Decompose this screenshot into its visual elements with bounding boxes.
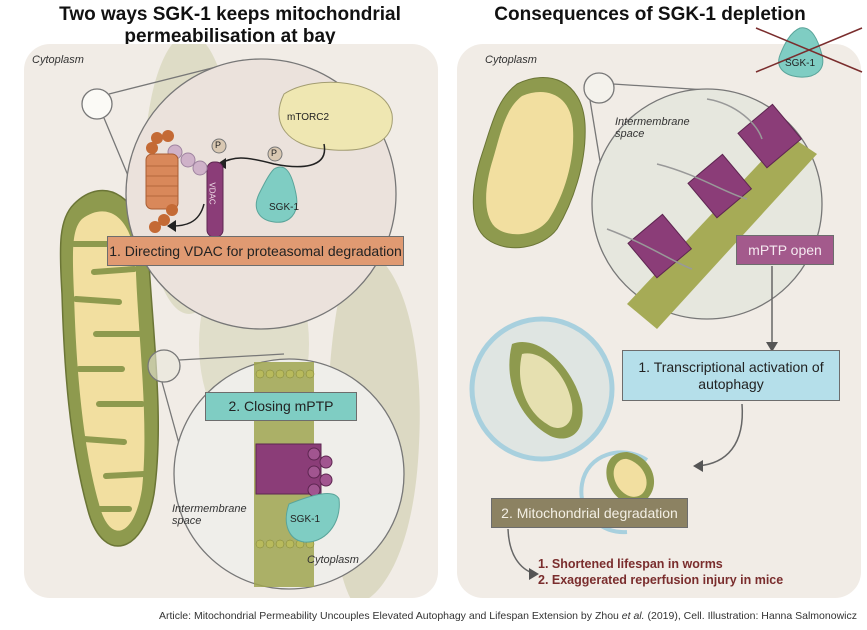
vdac-label: VDAC (207, 182, 217, 205)
outcome-1: 1. Shortened lifespan in worms (538, 557, 723, 571)
mptp-channels-open (627, 103, 803, 279)
phospho-circle-1 (267, 146, 283, 162)
intermembrane-line1: Intermembrane (172, 503, 247, 515)
step2-closing-mptp-box: 2. Closing mPTP (205, 392, 357, 421)
footer-suffix: (2019), Cell. Illustration: Hanna Salmon… (644, 610, 857, 622)
sgk1-inner-shape (285, 493, 340, 543)
left-title-line2: permeabilisation at bay (124, 26, 336, 47)
footer-prefix: Article: Mitochondrial Permeability Unco… (158, 610, 622, 622)
mitochondrial-degradation-box: 2. Mitochondrial degradation (491, 498, 688, 528)
phosphorylation-arrow (218, 143, 326, 168)
intermembrane-right-line2: space (615, 128, 645, 140)
outcome-2: 2. Exaggerated reperfusion injury in mic… (538, 573, 784, 587)
footer-etal: et al. (621, 610, 645, 622)
cytoplasm-label-right: Cytoplasm (485, 54, 537, 66)
transcription-activation-box: 1. Transcriptional activation of autopha… (622, 350, 840, 401)
transcription-line2: autophagy (698, 375, 764, 392)
mptp-open-box: mPTP open (736, 235, 834, 265)
sgk1-crossed-label: SGK-1 (785, 58, 816, 69)
outcomes-list: 1. Shortened lifespan in worms 2. Exagge… (538, 556, 783, 588)
left-panel-title: Two ways SGK-1 keeps mitochondrial perme… (40, 4, 420, 48)
step1-vdac-degradation-box: 1. Directing VDAC for proteasomal degrad… (107, 236, 404, 266)
left-panel: Cytoplasm mTORC2 SGK-1 P P VDAC Intermem… (24, 44, 438, 598)
intermembrane-right-line1: Intermembrane (615, 116, 690, 128)
citation-footer: Article: Mitochondrial Permeability Unco… (0, 610, 867, 622)
intermembrane-line2: space (172, 515, 202, 527)
phospho-label-1: P (271, 148, 278, 158)
ub-3 (192, 160, 208, 176)
cytoplasm-inner-label: Cytoplasm (307, 554, 359, 566)
phospho-label-2: P (215, 140, 222, 150)
zoom-origin-circle-right (583, 72, 615, 104)
zoom-origin-circle-1 (81, 88, 113, 120)
right-panel-illustration (469, 72, 823, 580)
proteasome-shape (145, 130, 179, 233)
ub-2 (180, 152, 196, 168)
mitochondrion-top-matrix (486, 92, 574, 235)
membrane-diagonal (627, 134, 817, 329)
sgk1-inner-label: SGK-1 (290, 514, 321, 525)
zoom-origin-circle-2 (147, 349, 181, 383)
cytoplasm-label: Cytoplasm (32, 54, 84, 66)
sgk1-shape (255, 166, 298, 223)
transcription-line1: 1. Transcriptional activation of (638, 358, 824, 375)
mtorc2-shape (278, 81, 393, 151)
left-title-line1: Two ways SGK-1 keeps mitochondrial (59, 4, 401, 25)
intermembrane-label-right: Intermembrane space (615, 116, 690, 140)
intermembrane-label: Intermembrane space (172, 503, 247, 527)
right-panel-title: Consequences of SGK-1 depletion (494, 4, 806, 25)
phospho-circle-2 (211, 138, 227, 154)
mtorc2-label: mTORC2 (287, 112, 330, 123)
sgk1-label: SGK-1 (269, 202, 300, 213)
